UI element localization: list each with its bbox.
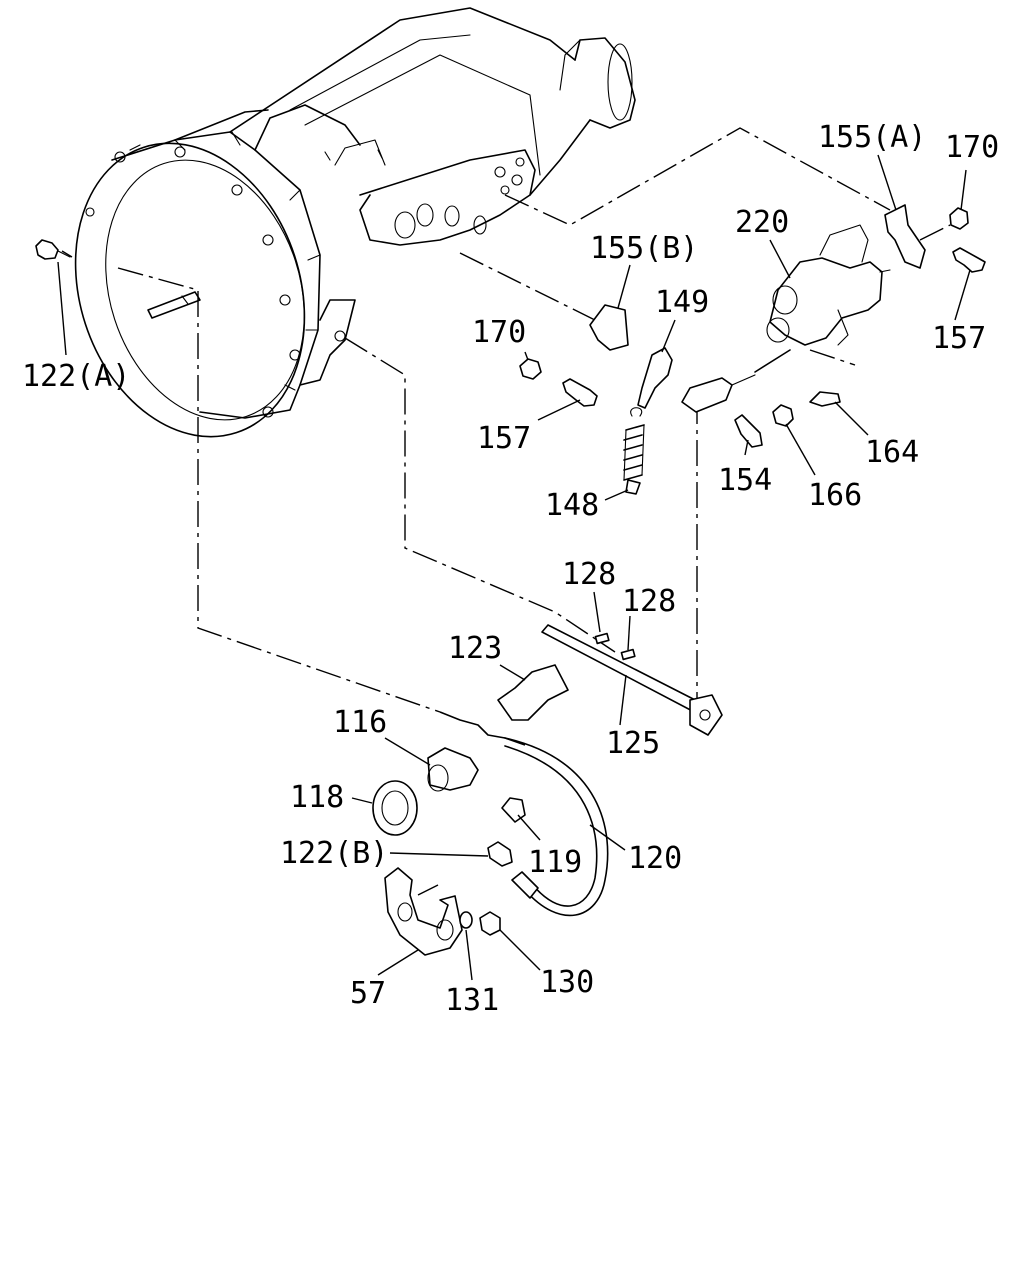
callout-157-right: 157 [932,321,986,356]
bolt-157-middle [562,378,598,407]
pin-164 [809,391,841,407]
bracket-155a [884,204,926,269]
callout-220: 220 [735,205,789,240]
callout-122b: 122(B) [280,836,388,871]
callout-148: 148 [545,488,599,523]
plate-149 [637,347,673,409]
key-128-left [594,632,610,645]
callout-155a: 155(A) [818,120,926,155]
bearing-118 [372,780,418,836]
spring-148 [623,407,645,495]
callout-164: 164 [865,435,919,470]
callout-118: 118 [290,780,344,815]
sleeve-116 [427,747,479,792]
callout-131: 131 [445,983,499,1018]
cross-shaft-125 [541,624,723,736]
callout-57: 57 [350,976,386,1011]
fitting-122b [487,841,513,867]
callout-125: 125 [606,726,660,761]
callout-120: 120 [628,841,682,876]
callout-170-left: 170 [472,315,526,350]
assembly-centerlines [61,127,951,715]
callout-128-left: 128 [562,557,616,592]
callout-116: 116 [333,705,387,740]
bolt-157-right [952,247,986,273]
callout-170-top: 170 [945,130,999,165]
callout-157-middle: 157 [477,421,531,456]
nut-170-top [949,207,969,230]
callout-130: 130 [540,965,594,1000]
washer-131 [459,911,473,929]
callout-labels: 155(A) 170 220 155(B) 157 122(A) 149 170… [22,120,999,1018]
callout-154: 154 [718,463,772,498]
callout-128-right: 128 [622,584,676,619]
callout-123: 123 [448,631,502,666]
callout-155b: 155(B) [590,231,698,266]
leader-lines [57,154,971,981]
key-128-right [620,648,636,661]
nut-166 [772,404,794,427]
hose-120 [439,711,609,917]
callout-119: 119 [528,845,582,880]
callout-166: 166 [808,478,862,513]
transmission-housing [35,7,636,438]
callout-149: 149 [655,285,709,320]
clevis-154 [681,349,791,448]
master-cylinder-220 [766,224,891,346]
release-fork-57 [384,867,463,956]
bracket-155b [589,304,629,351]
callout-122a: 122(A) [22,359,130,394]
bolt-130 [479,911,501,936]
nut-170-left [519,358,542,380]
bushing-123 [497,664,569,721]
